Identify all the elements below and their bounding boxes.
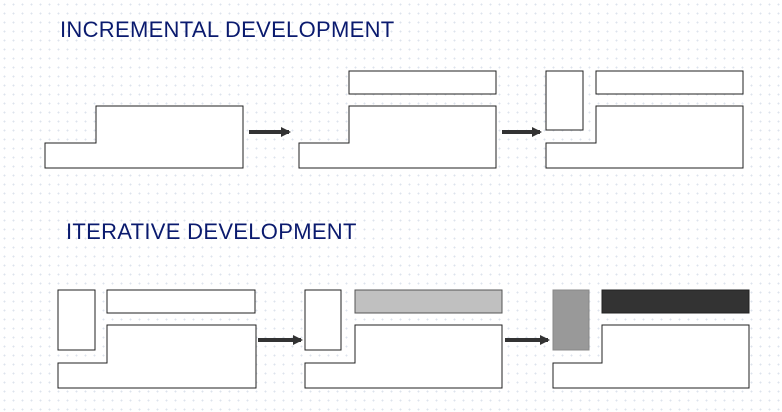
side-block bbox=[304, 289, 342, 351]
top-increment-block bbox=[595, 70, 744, 95]
top-block-dark-gray bbox=[601, 289, 750, 314]
side-increment-block bbox=[545, 70, 584, 131]
iterative-stage-3 bbox=[552, 289, 750, 389]
base-block bbox=[44, 105, 244, 169]
iterative-stage-2 bbox=[304, 289, 503, 389]
incremental-stage-1 bbox=[44, 105, 244, 169]
iterative-development-title: ITERATIVE DEVELOPMENT bbox=[66, 219, 357, 244]
incremental-stage-2 bbox=[298, 70, 497, 169]
base-block bbox=[57, 324, 257, 389]
base-block bbox=[304, 324, 503, 389]
side-block-mid-gray bbox=[552, 289, 590, 351]
base-block bbox=[298, 105, 497, 169]
incremental-stage-3 bbox=[545, 70, 744, 169]
side-block bbox=[57, 289, 96, 351]
top-block bbox=[106, 289, 256, 314]
top-block-light-gray bbox=[354, 289, 503, 314]
incremental-development-title: INCREMENTAL DEVELOPMENT bbox=[60, 17, 395, 42]
base-block bbox=[552, 324, 750, 389]
iterative-stage-1 bbox=[57, 289, 257, 389]
top-increment-block bbox=[348, 70, 497, 95]
base-block bbox=[545, 105, 744, 169]
